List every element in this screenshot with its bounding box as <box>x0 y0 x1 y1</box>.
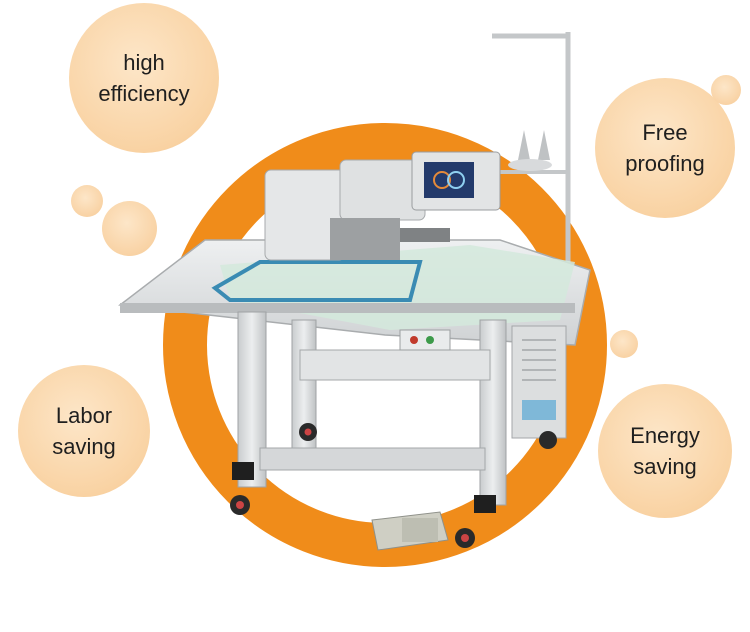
feature-label-free-proofing: Free proofing <box>625 120 705 176</box>
decorative-dot <box>711 75 741 105</box>
feature-label-energy-saving: Energy saving <box>630 423 700 479</box>
feature-label-labor-saving: Labor saving <box>52 403 116 459</box>
feature-bubble-high-efficiency: high efficiency <box>69 3 219 153</box>
feature-bubble-energy-saving: Energy saving <box>598 384 732 518</box>
decorative-dot <box>71 185 103 217</box>
feature-bubble-free-proofing: Free proofing <box>595 78 735 218</box>
feature-bubble-labor-saving: Labor saving <box>18 365 150 497</box>
decorative-dot <box>102 201 157 256</box>
decorative-dot <box>610 330 638 358</box>
feature-label-high-efficiency: high efficiency <box>98 50 190 106</box>
